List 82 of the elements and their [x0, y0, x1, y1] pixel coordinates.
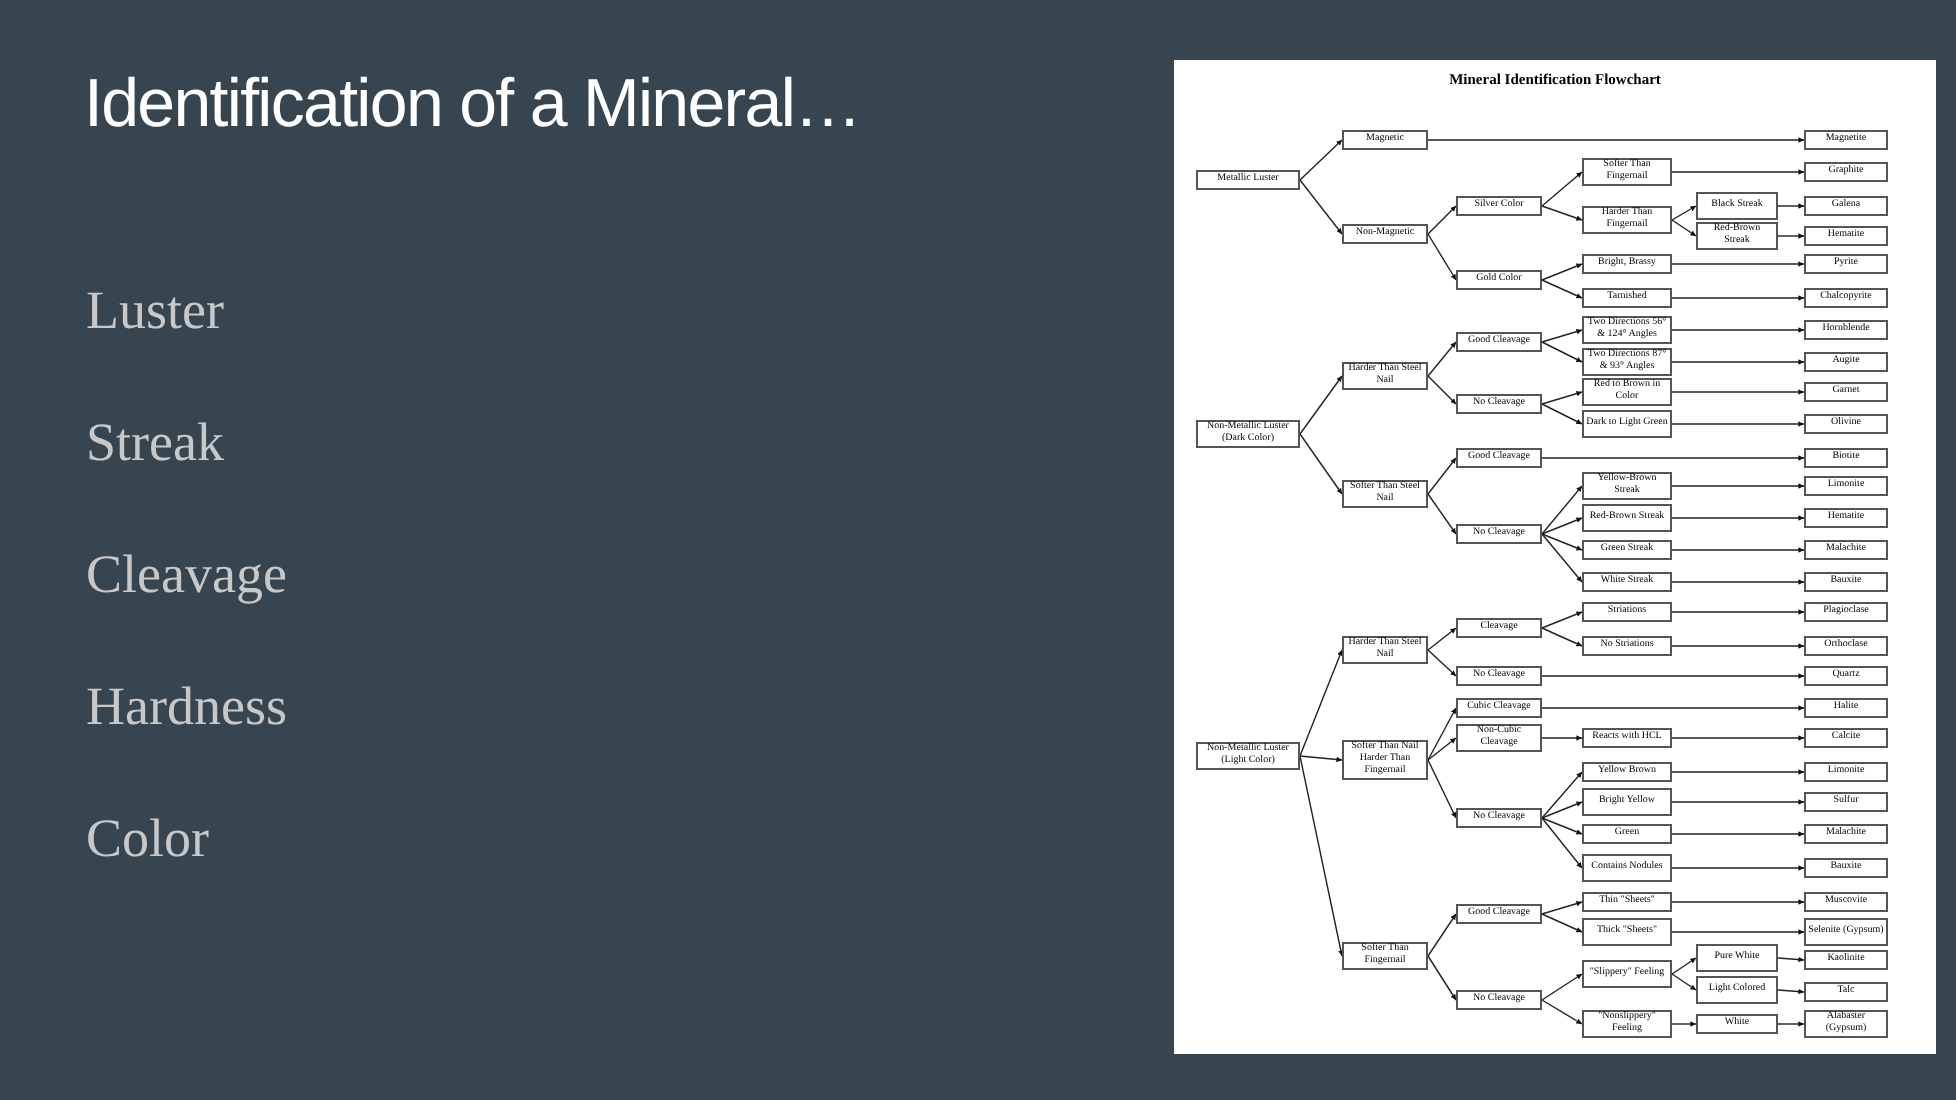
arrow: [1427, 205, 1457, 235]
arrow: [1427, 627, 1457, 651]
arrow: [1299, 375, 1343, 435]
arrow: [1541, 171, 1583, 207]
arrow: [1671, 899, 1805, 905]
arrow: [1299, 433, 1343, 495]
arrow: [1671, 957, 1697, 975]
bullet-text: Hardness: [86, 674, 287, 740]
bullet-text: Color: [86, 806, 212, 872]
arrow: [1299, 755, 1343, 763]
arrow: [1541, 673, 1805, 679]
arrow: [1541, 485, 1583, 535]
arrow: [1671, 547, 1805, 553]
arrow: [1777, 988, 1805, 995]
arrow: [1541, 817, 1583, 869]
arrow: [1299, 139, 1343, 181]
arrow: [1671, 799, 1805, 805]
arrow: [1777, 233, 1805, 239]
bullet-text: Cleavage: [86, 542, 287, 608]
arrow: [1427, 759, 1457, 819]
arrow: [1427, 493, 1457, 535]
arrow: [1541, 801, 1583, 819]
arrow: [1541, 771, 1583, 819]
arrow: [1671, 735, 1805, 741]
arrow: [1671, 295, 1805, 301]
arrow: [1541, 627, 1583, 647]
arrow: [1541, 611, 1583, 629]
arrow: [1671, 643, 1805, 649]
arrow: [1541, 205, 1583, 221]
arrow: [1671, 169, 1805, 175]
arrow: [1777, 203, 1805, 209]
arrow: [1541, 913, 1583, 933]
arrow: [1541, 900, 1583, 915]
arrow: [1541, 533, 1583, 583]
arrow: [1671, 929, 1805, 935]
arrow: [1671, 327, 1805, 333]
arrow: [1777, 1021, 1805, 1027]
arrow: [1541, 705, 1805, 711]
arrow: [1541, 735, 1583, 741]
arrow: [1541, 973, 1583, 1001]
arrow: [1671, 421, 1805, 427]
arrow: [1671, 865, 1805, 871]
arrow: [1541, 328, 1583, 343]
arrow: [1299, 649, 1343, 757]
arrow: [1427, 137, 1805, 143]
arrow: [1541, 279, 1583, 299]
arrow: [1427, 707, 1457, 761]
arrow: [1427, 233, 1457, 281]
arrow: [1541, 341, 1583, 363]
arrow: [1541, 455, 1805, 461]
arrow: [1671, 1021, 1697, 1027]
arrow: [1671, 359, 1805, 365]
arrow: [1541, 390, 1583, 405]
arrow: [1671, 219, 1697, 237]
arrow: [1541, 517, 1583, 535]
arrow: [1427, 955, 1457, 1001]
arrow: [1671, 483, 1805, 489]
arrow: [1427, 737, 1457, 761]
arrow: [1777, 956, 1805, 963]
arrow: [1299, 179, 1343, 235]
arrow: [1541, 533, 1583, 551]
bullet-text: Luster: [86, 278, 226, 344]
arrow: [1541, 403, 1583, 425]
arrow: [1541, 999, 1583, 1025]
arrow: [1427, 649, 1457, 677]
arrow: [1671, 973, 1697, 991]
arrow: [1541, 817, 1583, 835]
arrow: [1427, 457, 1457, 495]
arrow: [1671, 769, 1805, 775]
arrow: [1427, 913, 1457, 957]
arrow: [1427, 375, 1457, 405]
arrow: [1671, 261, 1805, 267]
arrow: [1671, 609, 1805, 615]
arrow: [1671, 831, 1805, 837]
arrow: [1671, 579, 1805, 585]
arrow: [1671, 515, 1805, 521]
bullet-text: Streak: [86, 410, 226, 476]
arrow: [1427, 341, 1457, 377]
arrow: [1671, 389, 1805, 395]
slide-title: Identification of a Mineral…: [84, 64, 861, 146]
arrow: [1671, 205, 1697, 221]
arrow: [1541, 263, 1583, 281]
